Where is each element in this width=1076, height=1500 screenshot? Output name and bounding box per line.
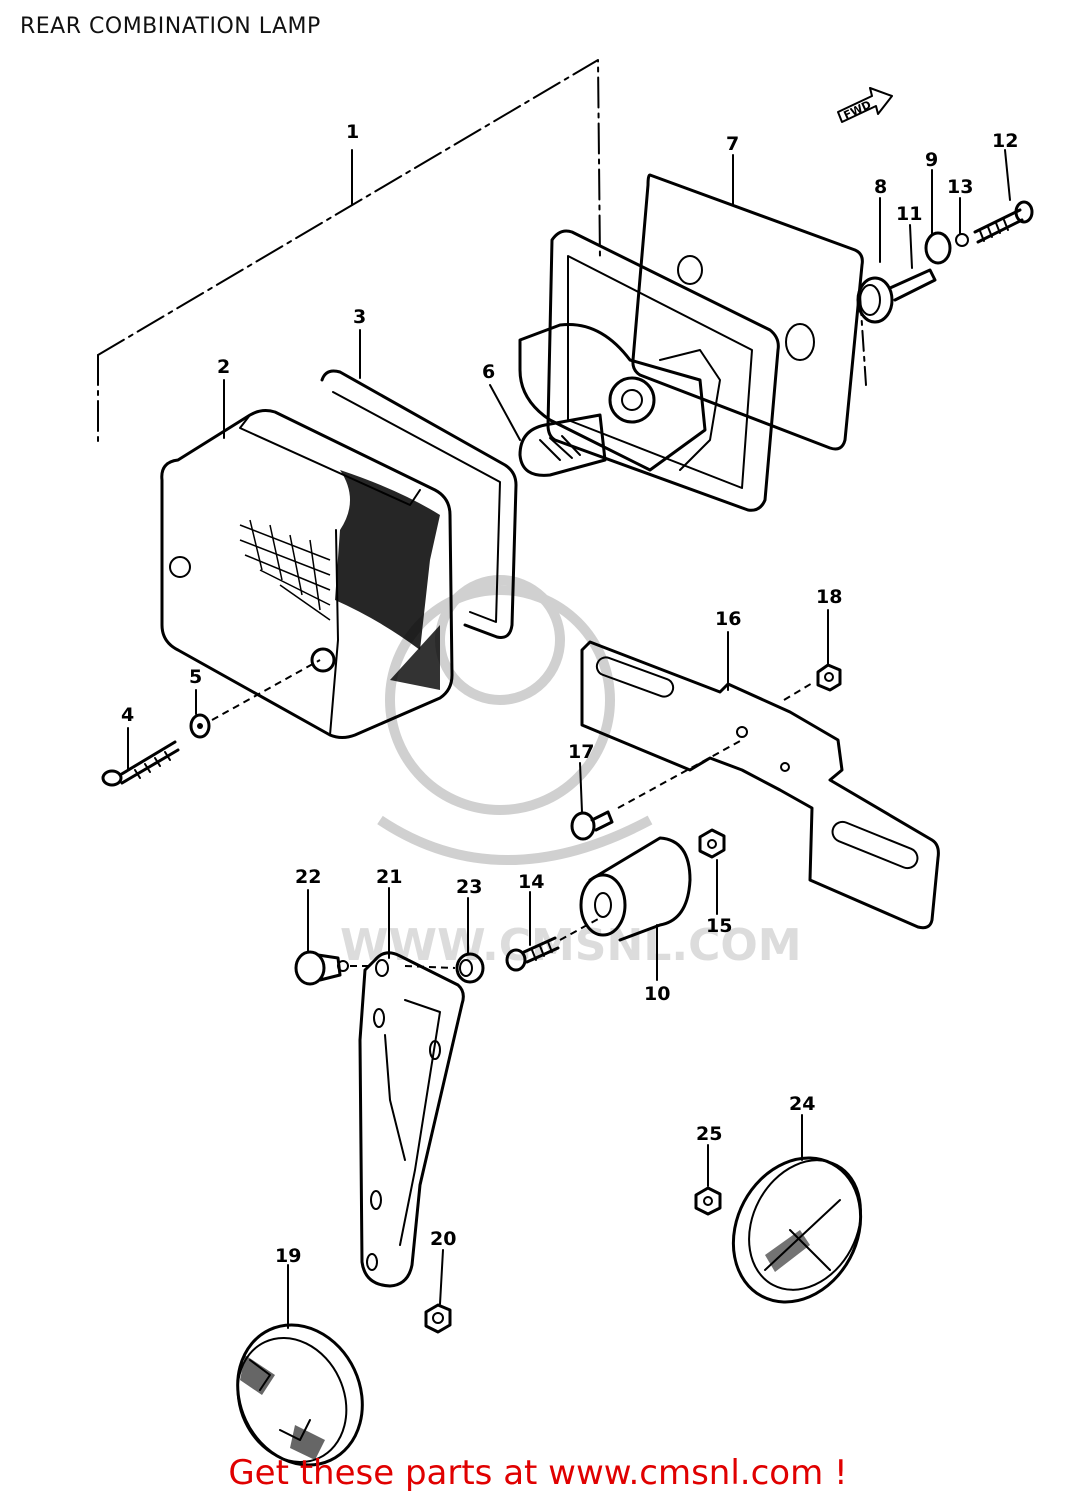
callout-17: 17 [568, 741, 594, 763]
nut-15-part [698, 828, 726, 859]
callout-labels: 1 2 3 4 5 6 7 8 9 10 11 12 13 14 15 16 1… [121, 121, 1018, 1267]
callout-22: 22 [295, 866, 321, 888]
callout-21: 21 [376, 866, 402, 888]
callout-25: 25 [696, 1123, 722, 1145]
callout-24: 24 [789, 1093, 815, 1115]
callout-16: 16 [715, 608, 741, 630]
callout-9: 9 [925, 149, 938, 171]
gasket-part [320, 369, 518, 639]
nut-23-part [404, 952, 485, 984]
callout-15: 15 [706, 915, 732, 937]
callout-19: 19 [275, 1245, 301, 1267]
callout-4: 4 [121, 704, 134, 726]
callout-12: 12 [992, 130, 1018, 152]
footer-link[interactable]: Get these parts at www.cmsnl.com ! [228, 1453, 848, 1493]
screw-17-part [570, 739, 743, 841]
callout-23: 23 [456, 876, 482, 898]
lens-part [160, 409, 454, 739]
housing-part [518, 229, 780, 512]
fastener-stack [856, 200, 1034, 324]
callout-8: 8 [874, 176, 887, 198]
bolt-22-part [294, 950, 372, 986]
callout-leaders [127, 149, 1011, 1329]
callout-10: 10 [644, 983, 670, 1005]
page-title: REAR COMBINATION LAMP [20, 14, 321, 39]
plate-part [631, 173, 864, 451]
screw-4-part [101, 740, 180, 787]
nut-18-part [783, 663, 842, 701]
bracket-21-part [358, 951, 465, 1288]
callout-7: 7 [726, 133, 739, 155]
callout-5: 5 [189, 666, 202, 688]
callout-3: 3 [353, 306, 366, 328]
callout-13: 13 [947, 176, 973, 198]
screw-14-part [505, 917, 601, 972]
watermark-text: WWW.CMSNL.COM [340, 920, 802, 971]
nut-25-part [694, 1186, 722, 1216]
reflector-24-part [731, 1156, 863, 1304]
fwd-arrow-icon: FWD [837, 87, 893, 123]
callout-2: 2 [217, 356, 230, 378]
callout-11: 11 [896, 203, 922, 225]
reflector-19-part [236, 1323, 364, 1467]
fwd-label: FWD [842, 98, 874, 122]
callout-6: 6 [482, 361, 495, 383]
assembly-1-outline [97, 59, 867, 446]
callout-20: 20 [430, 1228, 456, 1250]
bracket-16-part [580, 640, 940, 930]
callout-1: 1 [346, 121, 359, 143]
callout-18: 18 [816, 586, 842, 608]
washer-5-part [189, 659, 321, 739]
callout-14: 14 [518, 871, 544, 893]
nut-20-part [424, 1303, 452, 1334]
collar-10-part [579, 836, 692, 942]
